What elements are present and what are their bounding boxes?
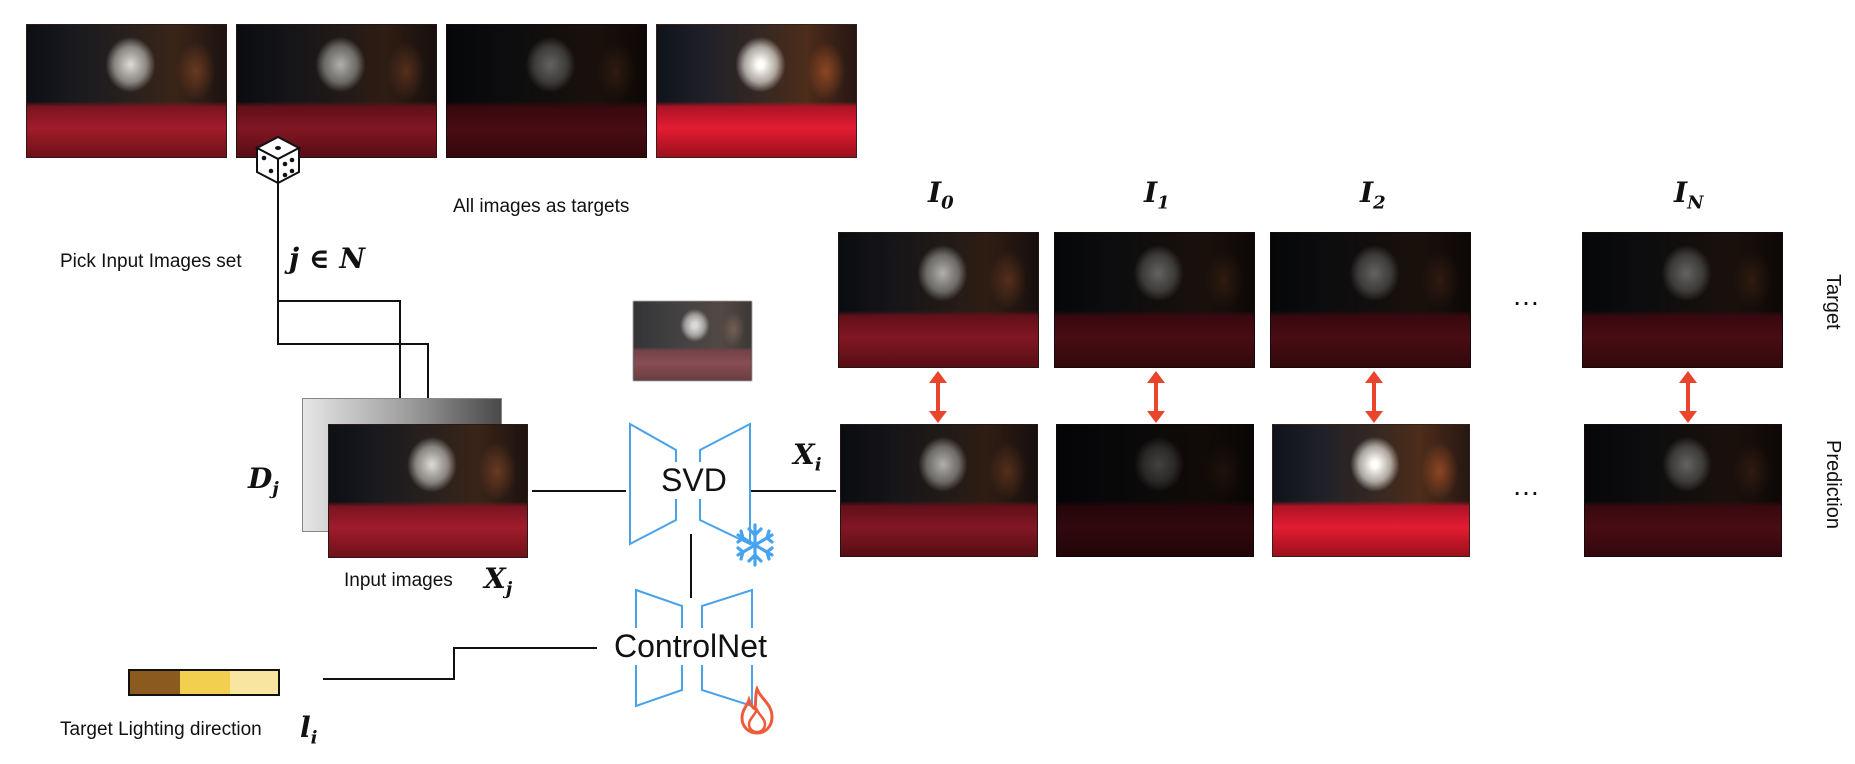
dataset-image-3 xyxy=(446,24,647,158)
dataset-image-4 xyxy=(656,24,857,158)
light-swatch-light xyxy=(230,671,278,694)
svd-network xyxy=(629,422,751,546)
all-targets-label: All images as targets xyxy=(453,196,630,217)
double-arrow-icon xyxy=(1147,371,1165,423)
j-in-n-label: j ∈ N xyxy=(289,242,365,275)
target-ellipsis: … xyxy=(1512,280,1540,311)
input-image xyxy=(328,424,528,558)
prediction-image-i1 xyxy=(1056,424,1254,557)
controlnet-label: ControlNet xyxy=(612,628,769,665)
prediction-ellipsis: … xyxy=(1512,470,1540,501)
lighting-direction-bar xyxy=(128,669,280,696)
prediction-image-i2 xyxy=(1272,424,1470,557)
column-header-in: IN xyxy=(1674,176,1704,214)
double-arrow-icon xyxy=(929,371,947,423)
target-image-i0 xyxy=(838,232,1039,368)
column-header-i2: I2 xyxy=(1360,176,1386,214)
column-header-i1: I1 xyxy=(1144,176,1170,214)
prediction-image-in xyxy=(1584,424,1782,557)
target-image-i2 xyxy=(1270,232,1471,368)
double-arrow-icon xyxy=(1679,371,1697,423)
x-i-label: Xi xyxy=(793,438,822,476)
light-swatch-mid xyxy=(180,671,230,694)
pick-input-label: Pick Input Images set xyxy=(60,251,242,272)
target-image-in xyxy=(1582,232,1783,368)
x-j-label: Xj xyxy=(484,562,513,600)
snowflake-icon xyxy=(736,523,774,567)
dataset-image-2 xyxy=(236,24,437,158)
column-header-i0: I0 xyxy=(928,176,954,214)
l-i-label: li xyxy=(300,711,318,749)
target-image-i1 xyxy=(1054,232,1255,368)
dice-to-inputs-line xyxy=(277,172,401,398)
fire-icon xyxy=(740,686,774,735)
prediction-row-label: Prediction xyxy=(1822,440,1844,529)
prediction-image-i0 xyxy=(840,424,1038,557)
dataset-image-1 xyxy=(26,24,227,158)
controlnet-network xyxy=(635,588,753,708)
dice-to-inputs-line-2 xyxy=(277,301,429,424)
light-to-controlnet-line xyxy=(323,647,597,680)
input-images-label: Input images xyxy=(344,570,453,591)
target-row-label: Target xyxy=(1822,274,1844,330)
light-swatch-dark xyxy=(130,671,180,694)
dice-icon xyxy=(254,135,302,185)
svd-label: SVD xyxy=(659,462,729,499)
noisy-latent-image xyxy=(633,301,752,381)
target-lighting-label: Target Lighting direction xyxy=(60,719,262,740)
double-arrow-icon xyxy=(1365,371,1383,423)
d-j-label: Dj xyxy=(248,462,279,500)
